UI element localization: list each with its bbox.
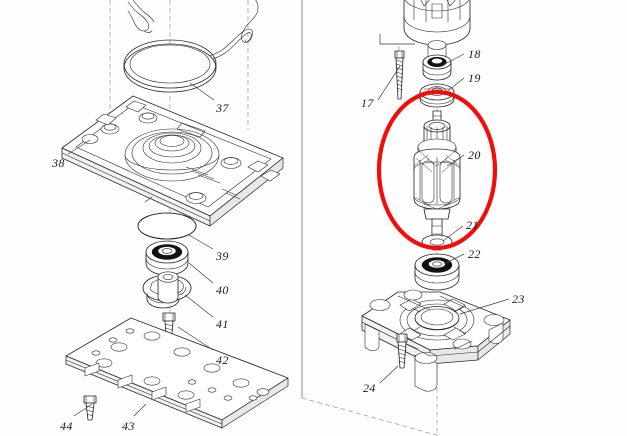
callout-number-22: 22 xyxy=(468,247,481,261)
callout-number-19: 19 xyxy=(468,71,481,85)
part-40-ball-bearing-seal xyxy=(145,240,189,276)
callout-number-23: 23 xyxy=(512,292,525,306)
callout-number-41: 41 xyxy=(216,317,229,331)
part-41-eccentric-cam xyxy=(142,271,192,309)
callout-number-17: 17 xyxy=(361,96,374,110)
leader-40 xyxy=(188,262,214,284)
callout-number-20: 20 xyxy=(468,148,481,162)
part-38-base-housing xyxy=(61,95,284,227)
part-17-long-machine-screw xyxy=(394,50,405,100)
callout-number-37: 37 xyxy=(216,101,229,115)
part-20-armature-rotor xyxy=(413,110,461,251)
leader-39 xyxy=(188,234,214,250)
callout-number-43: 43 xyxy=(122,419,135,433)
leader-17 xyxy=(377,65,401,101)
part-22-ball-bearing-large xyxy=(414,253,460,291)
callout-number-18: 18 xyxy=(468,47,481,61)
leader-20 xyxy=(446,154,465,167)
leader-37 xyxy=(189,82,215,101)
part-24-pan-head-screw xyxy=(396,333,408,369)
column-divider xyxy=(301,0,441,436)
part-39-o-ring-small xyxy=(137,212,197,240)
leader-38 xyxy=(67,139,91,155)
callout-number-44: 44 xyxy=(60,419,73,433)
callout-number-38: 38 xyxy=(52,156,65,170)
leader-44 xyxy=(73,403,93,417)
part-37-o-ring-large xyxy=(123,39,217,93)
callout-number-24: 24 xyxy=(363,381,376,395)
part-44-pan-head-screw-short xyxy=(83,395,97,421)
callout-number-21: 21 xyxy=(466,218,479,232)
callout-number-40: 40 xyxy=(216,283,229,297)
motor-housing-partial xyxy=(379,0,471,62)
red-ellipse-highlight xyxy=(376,89,498,251)
part-23-gear-housing-cover xyxy=(361,289,511,392)
leader-21 xyxy=(442,225,464,242)
part-43-base-plate xyxy=(65,317,289,429)
wire-retainer-clip xyxy=(127,0,155,33)
lead-wire xyxy=(195,0,259,61)
leader-23 xyxy=(459,298,510,315)
callout-leader-lines xyxy=(67,53,510,417)
leader-41 xyxy=(184,294,214,318)
leader-43 xyxy=(133,403,147,417)
callout-number-39: 39 xyxy=(216,249,229,263)
callout-number-42: 42 xyxy=(216,353,229,367)
leader-18 xyxy=(440,53,465,67)
leader-22 xyxy=(443,253,465,265)
part-18-ball-bearing-small xyxy=(422,54,452,81)
leader-42 xyxy=(177,326,214,351)
leader-24 xyxy=(379,365,399,384)
